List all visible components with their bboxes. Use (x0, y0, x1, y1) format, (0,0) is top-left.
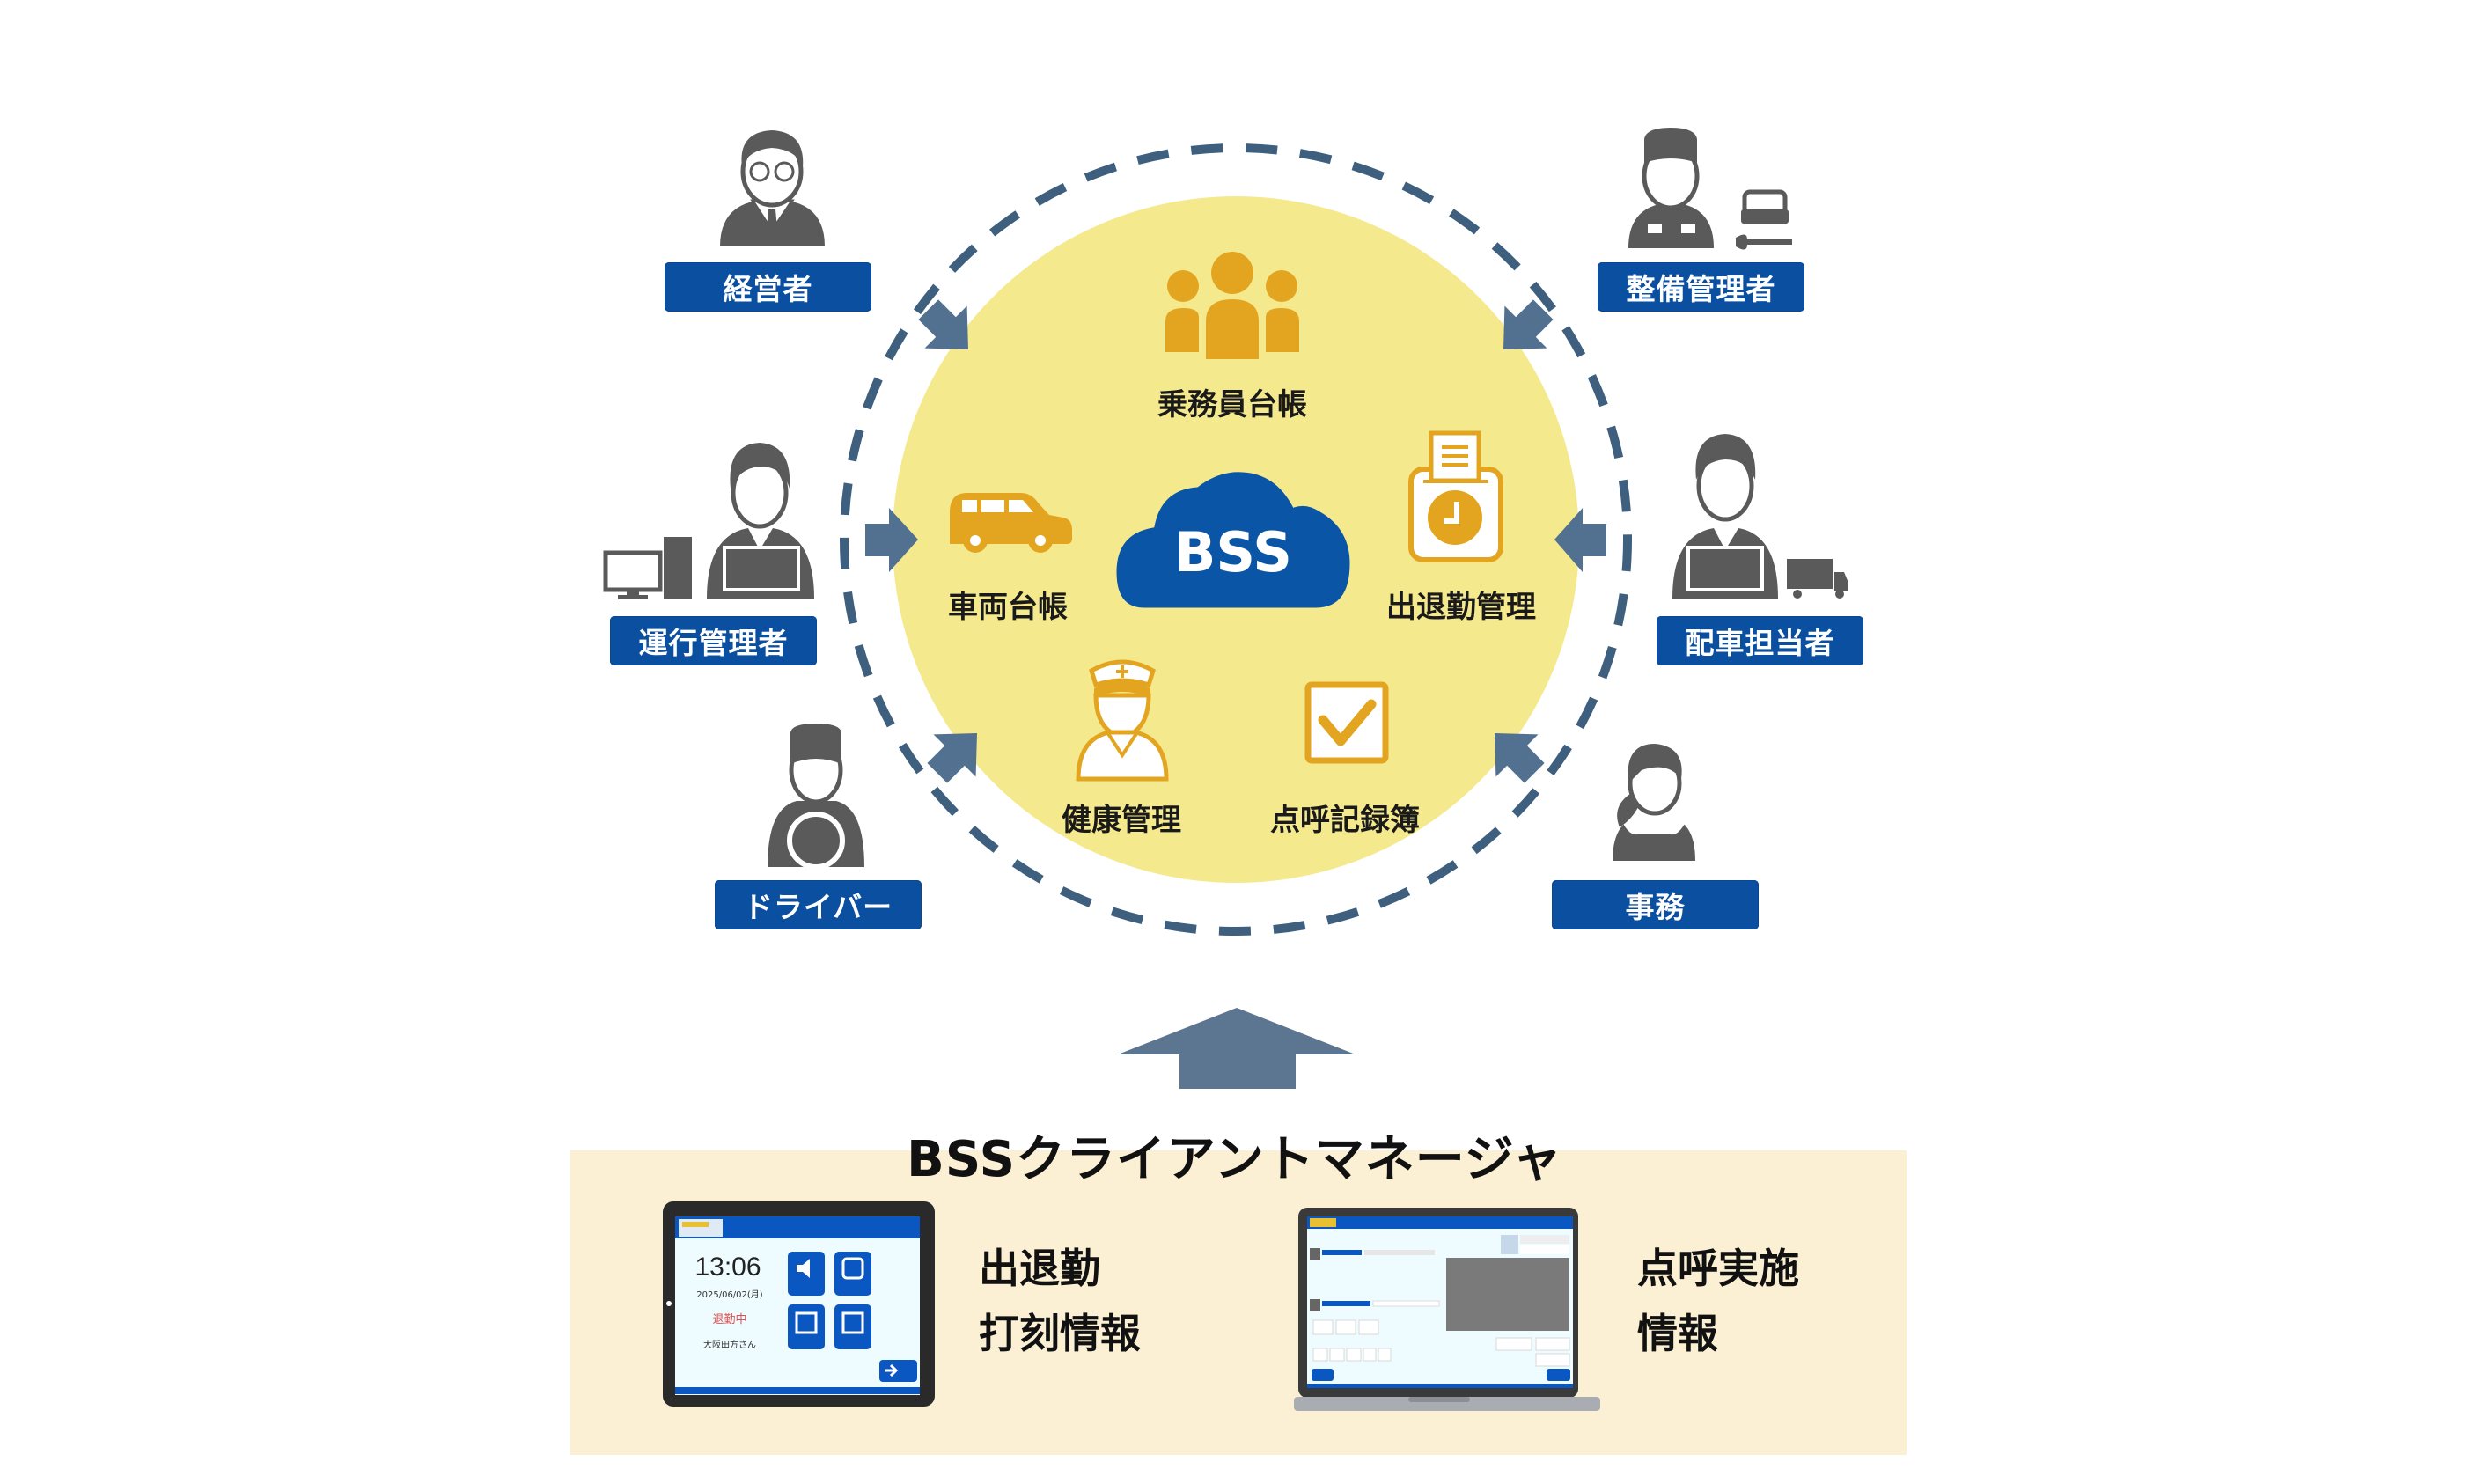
mechanic-icon (1628, 128, 1792, 250)
arrow-up-left-icon (1495, 733, 1545, 783)
role-dispatcher: 配車担当者 (1657, 616, 1863, 665)
bss-cloud-label: BSS (1174, 520, 1292, 584)
time-clock-icon (1408, 430, 1503, 562)
arrow-left-icon (1554, 508, 1606, 572)
businessman-icon (720, 130, 825, 246)
module-rollcall-log-label: 点呼記録簿 (1270, 803, 1420, 838)
bss-cloud-icon (1113, 469, 1353, 611)
laptop-caption-line2: 情報 (1637, 1310, 1718, 1357)
dashed-ring (840, 143, 1632, 936)
people-group-icon (1165, 252, 1299, 359)
role-office: 事務 (1552, 880, 1759, 929)
tablet-status: 退勤中 (712, 1313, 747, 1326)
dispatcher-with-truck-icon (1672, 434, 1848, 599)
laptop-caption-line1: 点呼実施 (1637, 1245, 1799, 1292)
role-maintenance-manager: 整備管理者 (1598, 262, 1804, 312)
module-crew-ledger-label: 乗務員台帳 (1157, 387, 1307, 422)
laptop-caption: 点呼実施 情報 (1637, 1236, 1799, 1366)
tablet-clock-time: 13:06 (694, 1253, 761, 1282)
module-vehicle-ledger-label: 車両台帳 (948, 590, 1068, 625)
module-health-label: 健康管理 (1062, 803, 1181, 838)
tablet-caption-line2: 打刻情報 (979, 1310, 1141, 1357)
operator-at-computer-icon (603, 443, 814, 599)
role-driver: ドライバー (715, 880, 922, 929)
driver-icon (768, 724, 864, 870)
car-icon (950, 493, 1072, 553)
tablet-caption-line1: 出退勤 (979, 1245, 1100, 1292)
role-operations-manager: 運行管理者 (610, 616, 817, 665)
tablet-caption: 出退勤 打刻情報 (979, 1236, 1141, 1366)
office-worker-icon (1613, 744, 1695, 861)
arrow-up-right-icon (927, 733, 977, 783)
client-manager-title: BSSクライアントマネージャ (907, 1131, 1562, 1188)
upload-arrow-icon (1118, 1008, 1356, 1089)
tablet-date: 2025/06/02(月) (696, 1290, 763, 1300)
arrow-down-left-icon (1503, 299, 1554, 349)
checkbox-icon (1304, 681, 1389, 764)
module-attendance-label: 出退勤管理 (1386, 590, 1536, 625)
arrow-right-icon (865, 508, 918, 572)
arrow-down-right-icon (918, 299, 968, 349)
nurse-icon (1076, 659, 1169, 782)
role-executive: 経営者 (665, 262, 871, 312)
tablet-user-name: 大阪田方さん (703, 1341, 756, 1350)
